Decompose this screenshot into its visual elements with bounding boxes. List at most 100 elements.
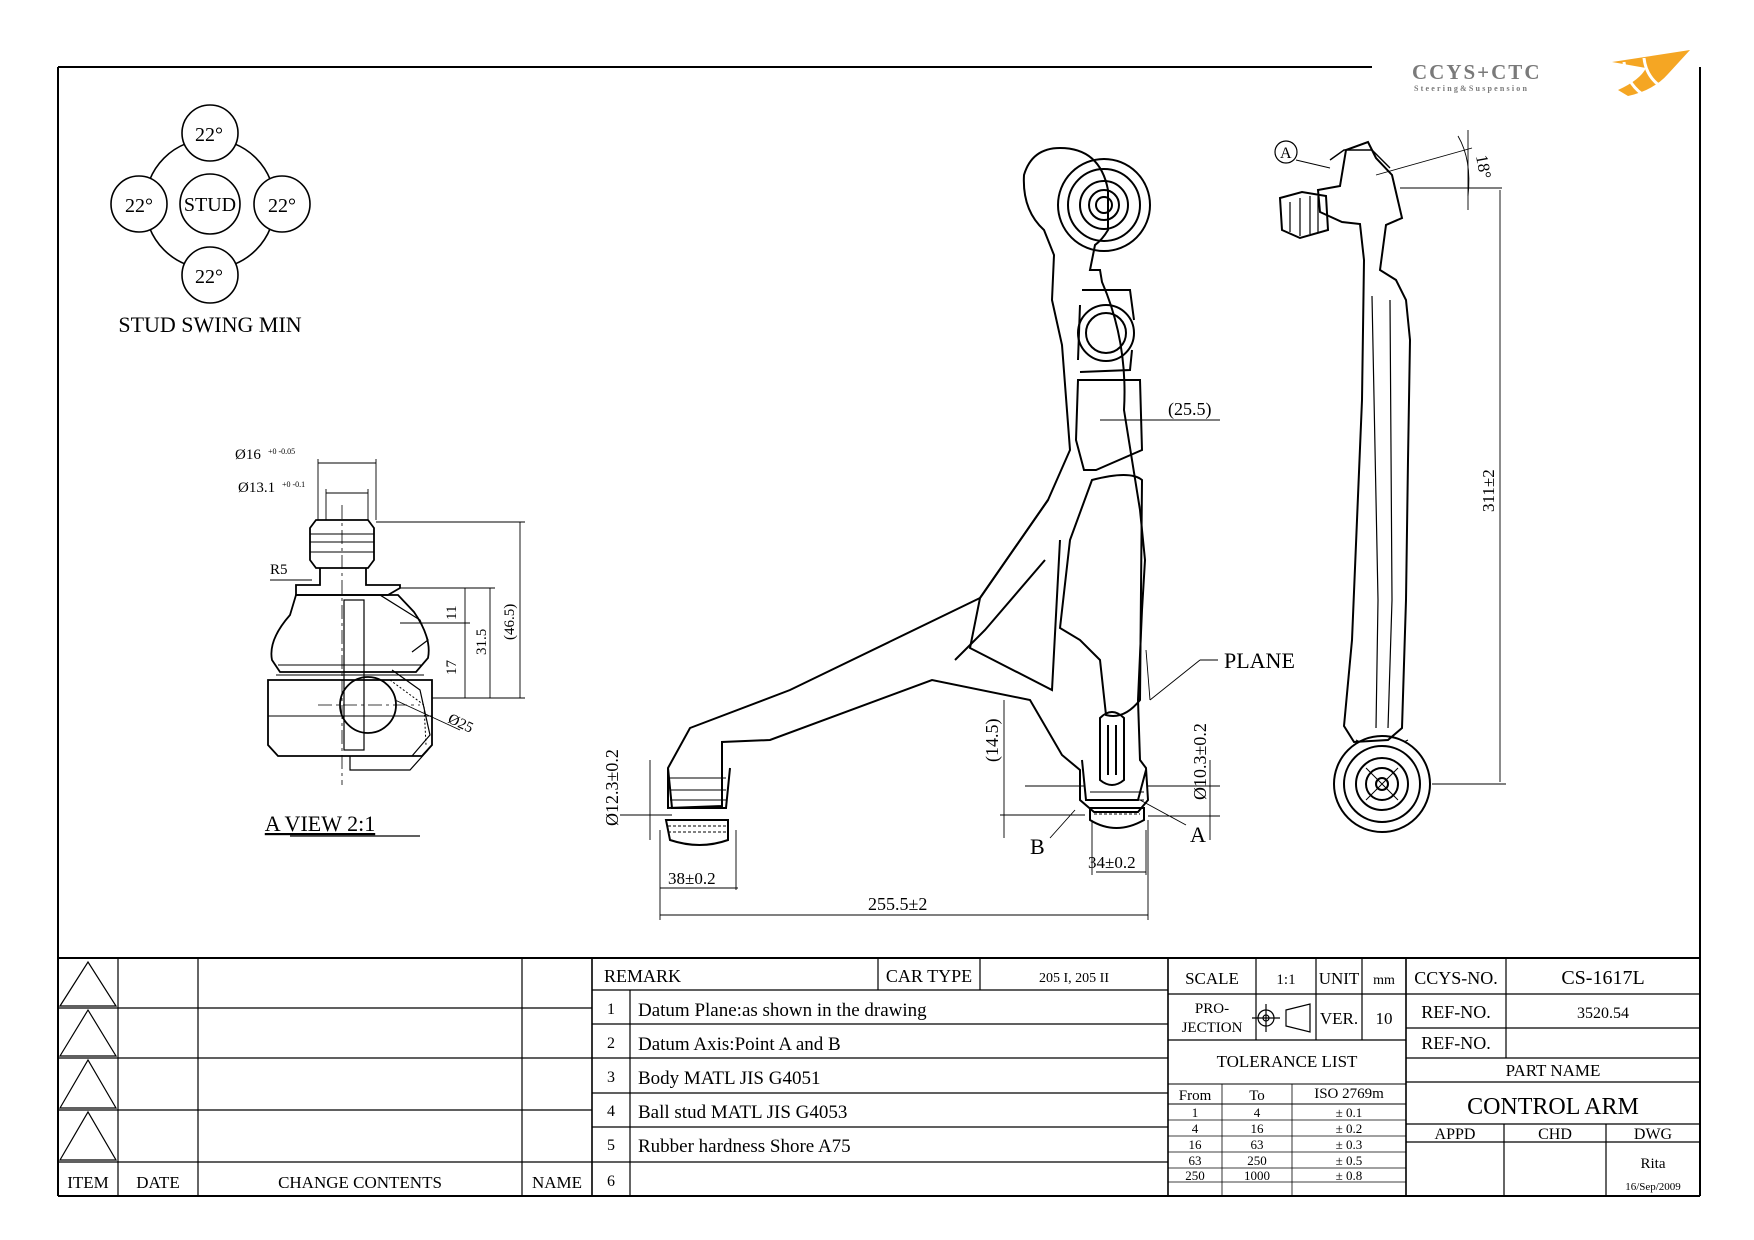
remark-1-text: Datum Plane:as shown in the drawing (638, 1000, 927, 1021)
side-view-marker-a: A (1280, 145, 1292, 162)
tolerance-to: 63 (1251, 1137, 1264, 1152)
rev-header-item: ITEM (67, 1173, 109, 1192)
tolerance-to: 1000 (1244, 1168, 1270, 1183)
a-view-ball-joint (267, 519, 433, 771)
dim-h17: 17 (444, 660, 460, 676)
scale-value: 1:1 (1276, 972, 1295, 988)
dim-d16-tol: +0 -0.05 (268, 447, 295, 456)
dim-d10-3: Ø10.3±0.2 (1190, 723, 1210, 800)
dim-14-5: (14.5) (982, 719, 1003, 763)
tolerance-title: TOLERANCE LIST (1217, 1052, 1358, 1071)
stud-label: STUD (184, 194, 236, 216)
dim-255-5: 255.5±2 (868, 894, 927, 914)
stud-swing-diagram (110, 104, 311, 304)
stud-swing-value-top: 22° (195, 124, 223, 146)
dim-d13: Ø13.1 (238, 480, 275, 496)
tolerance-to: 16 (1251, 1121, 1265, 1136)
remark-6-no: 6 (607, 1173, 615, 1190)
dim-d16: Ø16 (235, 447, 261, 463)
side-view-dimensions: A 18° 311±2 (1280, 145, 1498, 512)
tolerance-value: ± 0.8 (1336, 1168, 1363, 1183)
projection-label-2: JECTION (1182, 1020, 1243, 1036)
dim-d12-3: Ø12.3±0.2 (602, 749, 622, 826)
tolerance-to: 250 (1247, 1153, 1267, 1168)
stud-swing-value-left: 22° (125, 195, 153, 217)
projection-symbol-icon (1252, 1003, 1311, 1033)
dim-h11: 11 (444, 606, 460, 620)
part-name-label: PART NAME (1506, 1061, 1601, 1080)
label-plane: PLANE (1224, 648, 1295, 673)
ver-value: 10 (1376, 1009, 1393, 1028)
tolerance-from: 63 (1189, 1153, 1202, 1168)
remark-4-no: 4 (607, 1103, 615, 1120)
tolerance-value: ± 0.1 (1336, 1105, 1363, 1120)
logo-tagline: Steering&Suspension (1414, 84, 1529, 93)
side-view-marker-circle (1274, 140, 1298, 164)
stud-swing-value-bottom: 22° (195, 266, 223, 288)
tolerance-from: 4 (1192, 1121, 1199, 1136)
dim-h465: (46.5) (502, 604, 518, 640)
a-view-dimensions: Ø16 +0 -0.05 Ø13.1 +0 -0.1 R5 11 17 31.5… (235, 447, 518, 737)
tolerance-from: 250 (1185, 1168, 1205, 1183)
dim-311: 311±2 (1479, 469, 1498, 512)
car-type-value: 205 I, 205 II (1039, 971, 1109, 986)
label-point-b: B (1030, 834, 1045, 859)
tolerance-header-to: To (1249, 1088, 1265, 1104)
a-view-dimension-lines (270, 459, 525, 731)
remark-3-text: Body MATL JIS G4051 (638, 1068, 820, 1089)
ref-no2-label: REF-NO. (1421, 1033, 1491, 1053)
side-view-dimension-lines (1295, 130, 1506, 785)
rev-header-date: DATE (136, 1173, 179, 1192)
remark-4-text: Ball stud MATL JIS G4053 (638, 1102, 847, 1123)
car-type-label: CAR TYPE (886, 966, 972, 986)
tolerance-header-iso: ISO 2769m (1314, 1086, 1384, 1102)
dwg-label: DWG (1634, 1126, 1673, 1143)
dim-34: 34±0.2 (1088, 853, 1136, 872)
label-point-a: A (1190, 822, 1206, 847)
dim-h315: 31.5 (474, 629, 490, 655)
stud-swing-caption: STUD SWING MIN (118, 312, 301, 337)
remark-2-no: 2 (607, 1035, 615, 1052)
tolerance-value: ± 0.2 (1336, 1121, 1363, 1136)
projection-label-1: PRO- (1195, 1001, 1229, 1017)
remark-5-no: 5 (607, 1137, 615, 1154)
ref-no-value: 3520.54 (1577, 1005, 1629, 1022)
unit-value: mm (1373, 973, 1395, 988)
tolerance-to: 4 (1254, 1105, 1261, 1120)
border-frame (57, 66, 1701, 1197)
dim-38: 38±0.2 (668, 869, 716, 888)
control-arm-plan-view (664, 146, 1151, 846)
scale-label: SCALE (1185, 969, 1239, 988)
ver-label: VER. (1320, 1009, 1358, 1028)
tolerance-rows: 1 4 ± 0.1 4 16 ± 0.2 16 63 ± 0.3 63 250 … (1185, 1105, 1362, 1183)
title-block-grid (58, 957, 1700, 1196)
part-name-value: CONTROL ARM (1467, 1094, 1639, 1120)
dwg-name: Rita (1641, 1156, 1666, 1172)
rev-header-change: CHANGE CONTENTS (278, 1173, 442, 1192)
tolerance-value: ± 0.3 (1336, 1137, 1363, 1152)
ccys-no-label: CCYS-NO. (1414, 968, 1498, 988)
remark-5-text: Rubber hardness Shore A75 (638, 1136, 851, 1157)
ref-no-label: REF-NO. (1421, 1002, 1491, 1022)
stud-swing-value-right: 22° (268, 195, 296, 217)
remark-2-text: Datum Axis:Point A and B (638, 1034, 841, 1055)
tolerance-from: 1 (1192, 1105, 1199, 1120)
a-view-centerline (318, 505, 420, 785)
plan-view-dimension-lines (620, 419, 1220, 920)
remark-header: REMARK (604, 966, 681, 986)
dim-d13-tol: +0 -0.1 (282, 480, 305, 489)
unit-label: UNIT (1319, 969, 1360, 988)
logo-brand: CCYS+CTC (1412, 60, 1541, 84)
dim-r5: R5 (270, 562, 288, 578)
control-arm-side-view (1278, 140, 1431, 833)
a-view-caption: A VIEW 2:1 (265, 811, 375, 836)
tolerance-value: ± 0.5 (1336, 1153, 1363, 1168)
chd-label: CHD (1538, 1126, 1572, 1143)
drawing-date: 16/Sep/2009 (1625, 1181, 1681, 1193)
tolerance-header-from: From (1179, 1088, 1212, 1104)
rev-header-name: NAME (532, 1173, 582, 1192)
remark-1-no: 1 (607, 1001, 615, 1018)
remark-3-no: 3 (607, 1069, 615, 1086)
tolerance-from: 16 (1189, 1137, 1203, 1152)
